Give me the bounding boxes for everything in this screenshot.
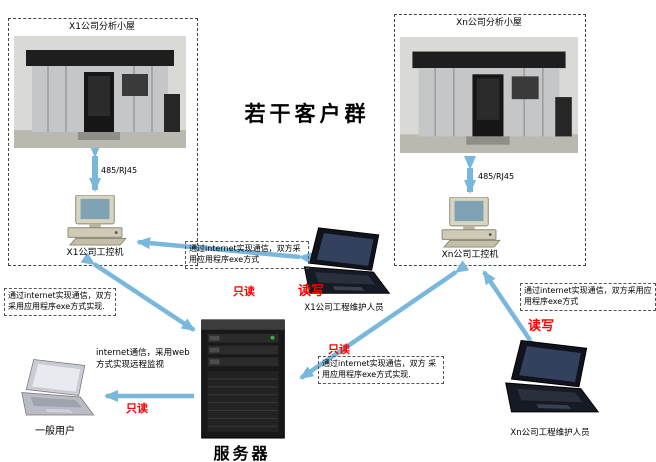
access-label-readonly-3: 只读: [126, 402, 148, 415]
hut-label-x1: X1公司分析小屋: [69, 22, 135, 32]
note-server-right: 通过internet实现通信，双方 采用应用程序exe方式实现.: [318, 356, 444, 384]
pc-label-x1: X1公司工控机: [66, 248, 124, 258]
access-label-readonly-2: 只读: [328, 343, 350, 356]
link-maintainern-pcn: [482, 270, 542, 354]
hut-label-xn: Xn公司分析小屋: [456, 18, 522, 28]
access-label-readwrite-1: 读写: [298, 284, 325, 299]
hut-photo-x1: [14, 36, 186, 148]
link-pc1-server: [80, 252, 196, 332]
maintainer1-label: X1公司工程维护人员: [304, 303, 384, 313]
server-label: 服务器: [213, 444, 271, 462]
access-label-readonly-1: 只读: [233, 285, 255, 298]
note-center: 通过internet实现通信，双方采用应用程序exe方式: [185, 241, 309, 269]
desktop-pc-icon-xn: [434, 197, 504, 249]
bus-label-xn: 485/RJ45: [478, 172, 515, 181]
note-left: 通过internet实现通信，双方采用应用程序exe方式实现.: [4, 288, 116, 316]
pc-label-xn: Xn公司工控机: [441, 250, 499, 260]
server-icon: [197, 318, 289, 440]
link-pcn-server: [299, 260, 470, 380]
laptop-icon-maintainern: [498, 338, 604, 424]
bus-label-x1: 485/RJ45: [101, 166, 138, 175]
link-maintainer1-pc1: [136, 237, 313, 265]
hut-photo-xn: [400, 32, 578, 158]
maintainern-label: Xn公司工程维护人员: [510, 428, 590, 438]
cluster-box-xn: [394, 14, 586, 266]
diagram-title: 若干客户群: [244, 102, 370, 126]
note-right: 通过internet实现通信，双方采用应用程序exe方式: [520, 283, 656, 311]
general-user-label: 一般用户: [35, 426, 75, 437]
laptop-icon-user: [14, 358, 100, 424]
access-label-readwrite-2: 读写: [528, 319, 555, 334]
note-web: internet通信，采用web方式实现远程监视: [96, 348, 190, 370]
desktop-pc-icon-x1: [60, 195, 130, 247]
